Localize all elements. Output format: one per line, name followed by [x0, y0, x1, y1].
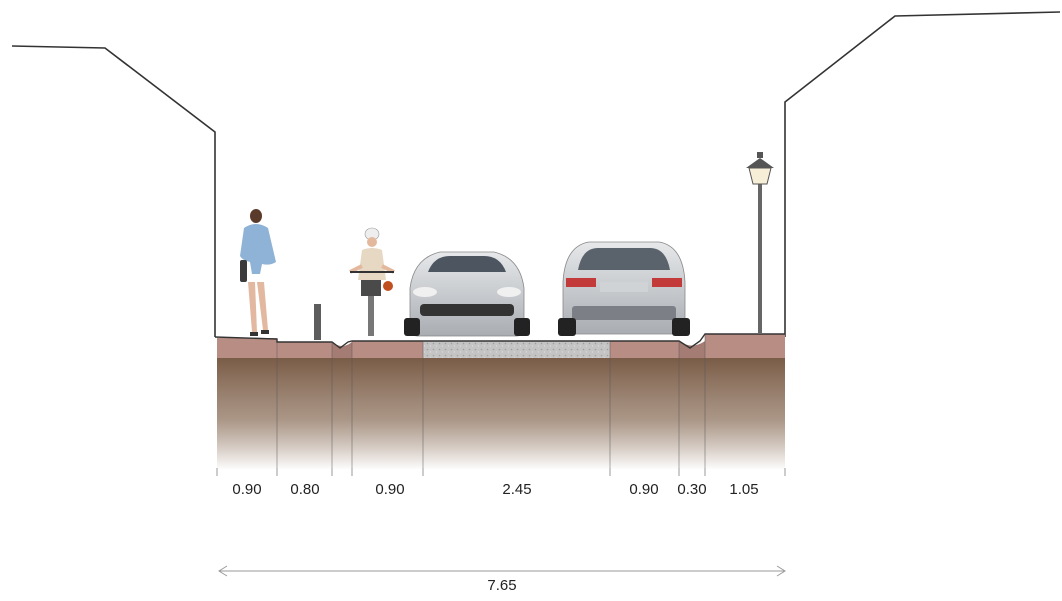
sidewalk-left-paving — [217, 338, 277, 358]
carriageway-surface — [423, 341, 610, 358]
cyclist-figure — [349, 227, 395, 336]
soil-layer — [217, 358, 785, 470]
street-lamp — [746, 152, 774, 334]
pedestrian-figure — [240, 209, 276, 336]
sidewalk-right-paving — [705, 334, 785, 358]
parking-paving — [610, 341, 679, 358]
rear-car — [558, 241, 690, 336]
surface-layers — [214, 333, 785, 358]
right-building-outline — [784, 11, 1061, 337]
width-label-strip: 0.80 — [290, 481, 319, 498]
layer-dividers — [276, 334, 706, 470]
segment-ticks — [216, 468, 786, 476]
width-label-sidewalk-left: 0.90 — [232, 481, 261, 498]
total-dimension-line — [218, 565, 786, 577]
width-label-sidewalk-right: 1.05 — [729, 481, 758, 498]
bollard — [314, 304, 321, 340]
left-building-outline — [11, 45, 216, 337]
total-width-label: 7.65 — [487, 577, 516, 594]
strip-paving — [277, 342, 332, 358]
width-label-carriageway: 2.45 — [502, 481, 531, 498]
width-label-parking: 0.90 — [629, 481, 658, 498]
width-label-bike-lane: 0.90 — [375, 481, 404, 498]
front-car — [404, 251, 530, 337]
bike-lane-paving — [352, 341, 423, 358]
width-label-gutter: 0.30 — [677, 481, 706, 498]
